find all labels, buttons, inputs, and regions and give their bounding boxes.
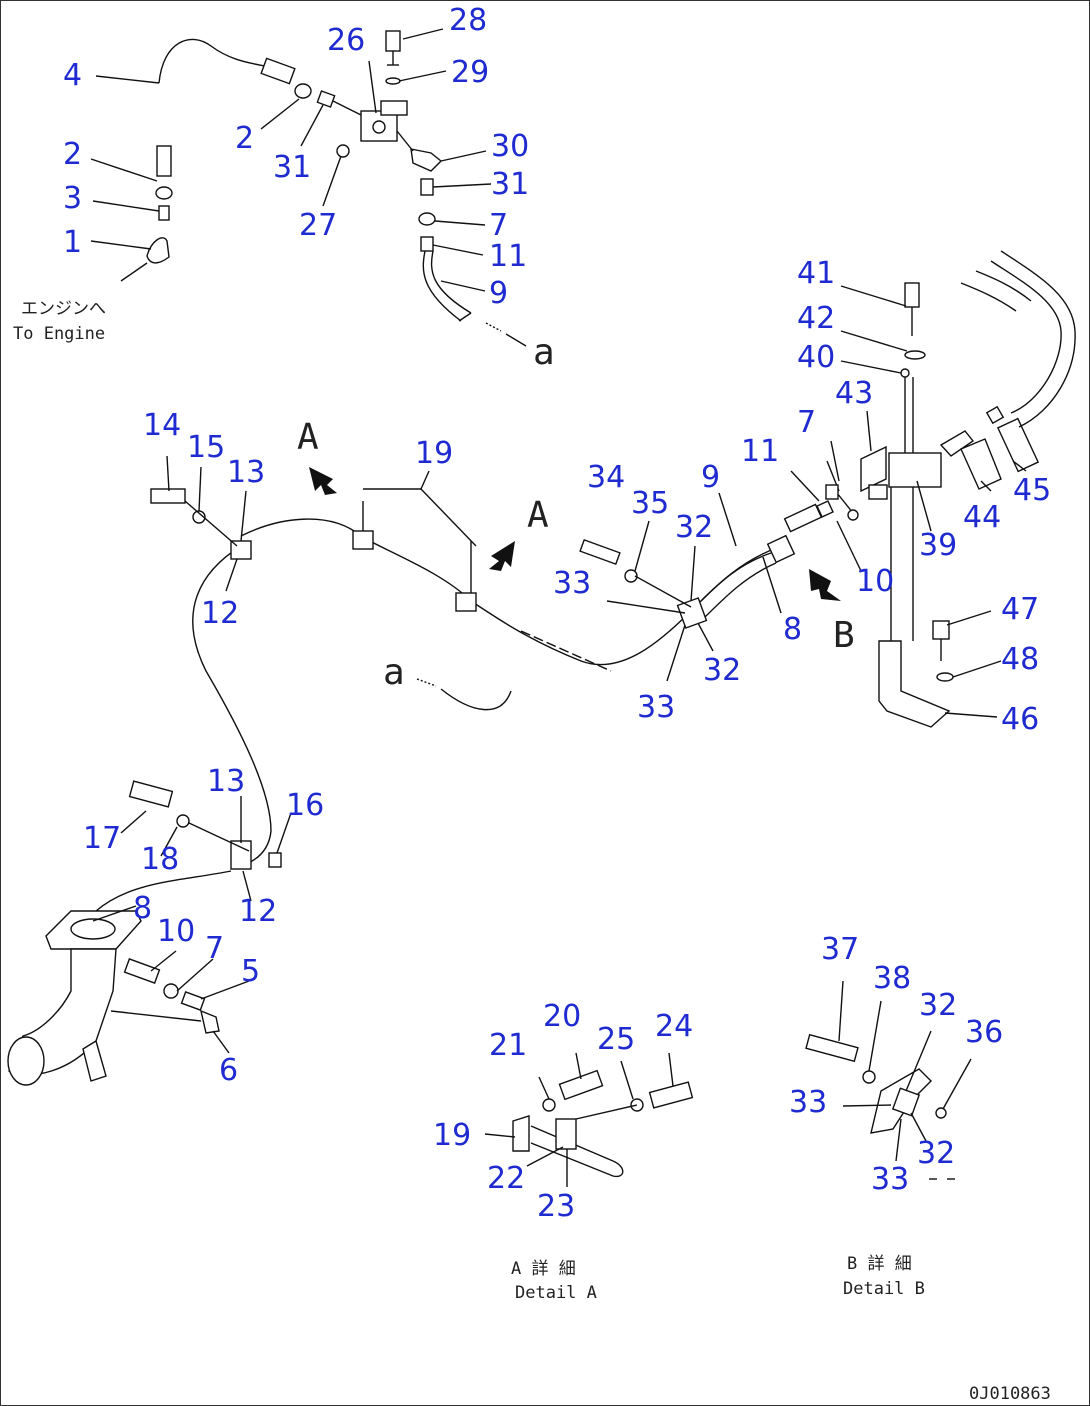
detail-a-en-label: Detail A — [515, 1283, 597, 1303]
callout: 32 — [919, 988, 957, 1023]
callout: 2 — [63, 137, 82, 172]
callout: 32 — [917, 1136, 955, 1171]
callout: 35 — [631, 486, 669, 521]
callout: 9 — [489, 276, 508, 311]
block-26 — [360, 110, 398, 142]
callout: 6 — [219, 1053, 238, 1088]
callout: 30 — [491, 129, 529, 164]
callout: 15 — [187, 430, 225, 465]
callout: 16 — [286, 788, 324, 823]
left-pipe — [192, 545, 272, 867]
callout: 46 — [1001, 702, 1039, 737]
callout: 36 — [965, 1015, 1003, 1050]
detail-a-jp-label: A 詳 細 — [511, 1259, 576, 1279]
hose-end — [260, 57, 296, 85]
view-a-label-left: A — [297, 417, 319, 458]
callout: 48 — [1001, 642, 1039, 677]
callout: 40 — [797, 340, 835, 375]
callout: 33 — [789, 1085, 827, 1120]
link-a-label-mid: a — [383, 652, 405, 693]
detail-b-bolt — [805, 1033, 859, 1063]
callout: 47 — [1001, 592, 1039, 627]
view-a-label-right: A — [527, 495, 549, 536]
callout: 19 — [433, 1118, 471, 1153]
callout: 13 — [227, 455, 265, 490]
sensor-2 — [156, 145, 172, 177]
bolt-28 — [385, 30, 401, 52]
view-arrow-a-left — [309, 467, 337, 495]
callout: 13 — [207, 764, 245, 799]
callout: 18 — [141, 842, 179, 877]
callout: 19 — [415, 436, 453, 471]
to-engine-en-label: To Engine — [13, 324, 105, 344]
callout: 7 — [489, 208, 508, 243]
callout: 9 — [701, 460, 720, 495]
callout: 28 — [449, 3, 487, 38]
callout: 8 — [133, 891, 152, 926]
link-a-label-top: a — [533, 332, 555, 373]
callout: 7 — [797, 405, 816, 440]
to-engine-jp-label: エンジンへ — [21, 299, 106, 319]
callout: 1 — [63, 225, 82, 260]
callout: 10 — [157, 914, 195, 949]
callout: 20 — [543, 999, 581, 1034]
callout: 26 — [327, 23, 365, 58]
detail-b-en-label: Detail B — [843, 1279, 925, 1299]
callout: 33 — [553, 566, 591, 601]
callout: 42 — [797, 301, 835, 336]
callout: 32 — [675, 510, 713, 545]
callout: 22 — [487, 1161, 525, 1196]
callout: 43 — [835, 376, 873, 411]
callout: 5 — [241, 954, 260, 989]
callout: 3 — [63, 181, 82, 216]
callout: 39 — [919, 528, 957, 563]
callout: 2 — [235, 121, 254, 156]
callout: 10 — [856, 564, 894, 599]
callout: 24 — [655, 1009, 693, 1044]
callout: 31 — [273, 150, 311, 185]
callout: 11 — [741, 434, 779, 469]
callout: 12 — [239, 894, 277, 929]
view-b-label: B — [833, 615, 855, 656]
callout: 8 — [783, 612, 802, 647]
hose-4 — [158, 38, 270, 84]
callout: 45 — [1013, 473, 1051, 508]
callout: 38 — [873, 961, 911, 996]
callout: 29 — [451, 55, 489, 90]
block-39 — [888, 452, 942, 488]
callout: 14 — [143, 408, 181, 443]
view-arrow-a-right — [489, 541, 515, 571]
callout: 7 — [205, 931, 224, 966]
callout-labels: 28 26 29 4 2 31 30 27 2 3 1 31 7 11 9 41… — [63, 3, 1051, 1224]
callout: 17 — [83, 821, 121, 856]
callout: 37 — [821, 932, 859, 967]
callout: 34 — [587, 460, 625, 495]
callout: 25 — [597, 1022, 635, 1057]
callout: 44 — [963, 500, 1001, 535]
callout: 33 — [637, 690, 675, 725]
callout: 31 — [491, 167, 529, 202]
bracket-46 — [878, 640, 951, 728]
callout: 4 — [63, 58, 82, 93]
view-arrow-b — [809, 569, 841, 601]
bolt-41 — [904, 282, 920, 308]
detail-b-jp-label: B 詳 細 — [847, 1254, 912, 1274]
callout: 32 — [703, 653, 741, 688]
callout: 21 — [489, 1028, 527, 1063]
drawing-number: 0J010863 — [969, 1384, 1051, 1404]
callout: 33 — [871, 1162, 909, 1197]
callout: 27 — [299, 208, 337, 243]
clamp-13-bottom — [230, 840, 252, 870]
callout: 12 — [201, 596, 239, 631]
detail-a-bracket — [512, 1115, 530, 1152]
callout: 41 — [797, 256, 835, 291]
callout: 11 — [489, 239, 527, 274]
callout: 23 — [537, 1189, 575, 1224]
